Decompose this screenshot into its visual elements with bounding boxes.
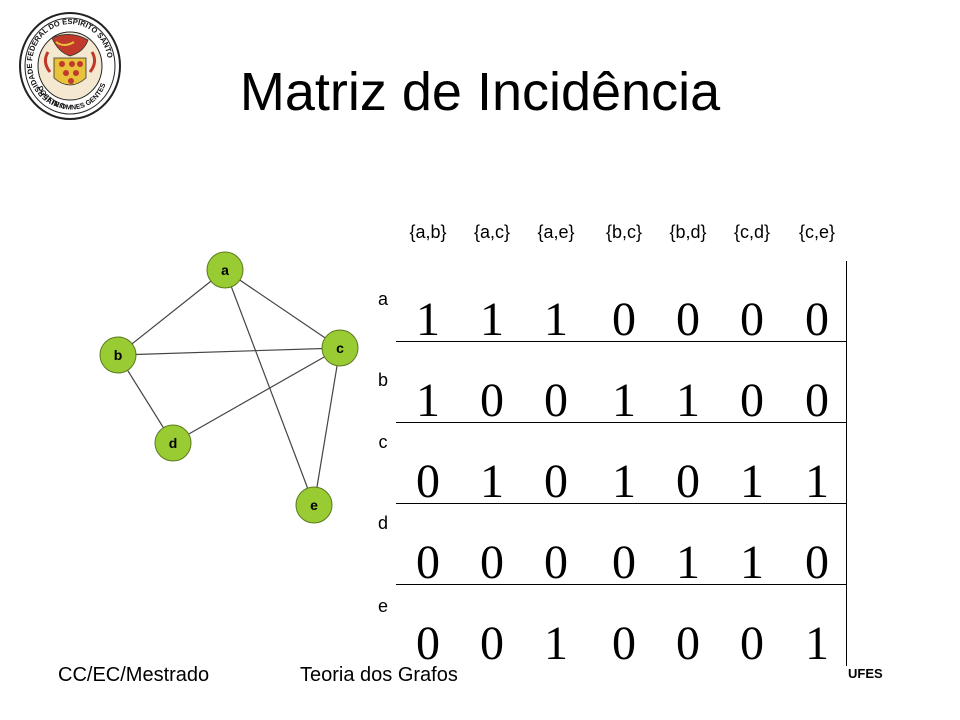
graph-edge-b-c: [117, 347, 341, 356]
matrix-cell: 0: [676, 293, 700, 346]
graph-edge-a-b: [117, 269, 226, 356]
matrix-cell: 0: [612, 293, 636, 346]
matrix-cell: 0: [740, 617, 764, 670]
matrix-column-header: {a,e}: [537, 222, 575, 242]
matrix-cell: 1: [740, 455, 764, 508]
graph-node-e: e: [295, 486, 333, 524]
footer-subject: Teoria dos Grafos: [300, 664, 458, 686]
matrix-cell: 0: [805, 536, 829, 589]
matrix-cell: 1: [480, 455, 504, 508]
matrix-cell: 0: [544, 536, 568, 589]
matrix-cell: 0: [480, 374, 504, 427]
graph-edge-c-e: [313, 347, 341, 506]
matrix-cell: 1: [480, 293, 504, 346]
graph-node-a: a: [206, 251, 244, 289]
matrix-cell: 0: [676, 455, 700, 508]
matrix-cell: 0: [416, 617, 440, 670]
matrix-cell: 1: [805, 617, 829, 670]
matrix-cell: 0: [480, 536, 504, 589]
matrix-cell: 0: [544, 455, 568, 508]
matrix-cell: 0: [805, 293, 829, 346]
matrix-column-header: {a,c}: [473, 222, 511, 242]
graph-node-b: b: [99, 336, 137, 374]
matrix-cell: 0: [740, 374, 764, 427]
page-title: Matriz de Incidência: [239, 62, 721, 122]
footer-institution: UFES: [848, 666, 883, 681]
matrix-cell: 0: [544, 374, 568, 427]
graph-node-d: d: [154, 424, 192, 462]
matrix-column-header: {c,d}: [733, 222, 771, 242]
graph-node-label: a: [221, 262, 229, 278]
matrix-cell: 1: [612, 455, 636, 508]
matrix-cell: 1: [416, 293, 440, 346]
matrix-column-header: {b,c}: [605, 222, 643, 242]
graph-node-label: e: [310, 497, 318, 513]
matrix-cell: 1: [612, 374, 636, 427]
matrix-cell: 0: [805, 374, 829, 427]
matrix-cell: 0: [416, 455, 440, 508]
matrix-cell: 0: [612, 536, 636, 589]
graph-edge-a-c: [224, 269, 341, 349]
matrix-cell: 1: [676, 536, 700, 589]
matrix-column-header: {b,d}: [669, 222, 707, 242]
graph-node-label: b: [114, 347, 123, 363]
matrix-cell: 0: [676, 617, 700, 670]
matrix-cell: 0: [740, 293, 764, 346]
matrix-column-header: {c,e}: [798, 222, 836, 242]
matrix-row-label: c: [378, 432, 388, 452]
matrix-cell: 1: [740, 536, 764, 589]
matrix-row-label: b: [377, 370, 388, 390]
graph-node-c: c: [321, 329, 359, 367]
graph-edge-c-d: [172, 347, 341, 444]
matrix-row-label: e: [377, 596, 388, 616]
matrix-cell: 0: [480, 617, 504, 670]
graph-node-label: d: [169, 435, 178, 451]
matrix-cell: 1: [676, 374, 700, 427]
matrix-cell: 1: [544, 293, 568, 346]
matrix-cell: 1: [805, 455, 829, 508]
matrix-column-header: {a,b}: [409, 222, 447, 242]
matrix-cell: 1: [544, 617, 568, 670]
matrix-row-label: d: [377, 513, 388, 533]
ufes-seal-icon: UNIVERSIDADE FEDERAL DO ESPÍRITO SANTO D…: [19, 12, 121, 120]
matrix-cell: 0: [416, 536, 440, 589]
matrix-row-label: a: [377, 289, 388, 309]
matrix-cell: 0: [612, 617, 636, 670]
graph-node-label: c: [336, 340, 344, 356]
matrix-cell: 1: [416, 374, 440, 427]
footer-course: CC/EC/Mestrado: [58, 664, 210, 686]
